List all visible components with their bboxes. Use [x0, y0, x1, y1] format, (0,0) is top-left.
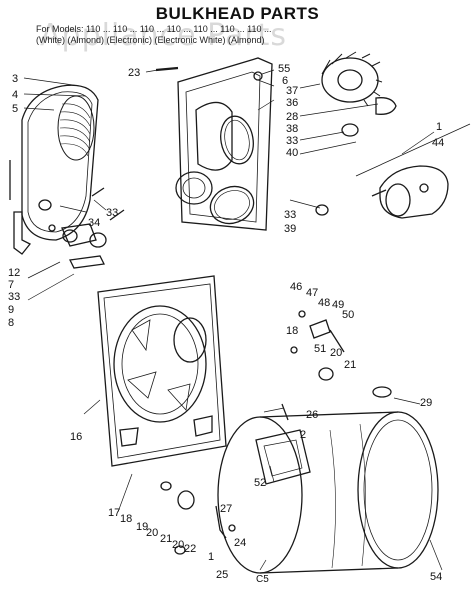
dryer-drum [217, 411, 439, 574]
callout-26: 26 [306, 409, 318, 421]
callout-34: 34 [88, 217, 100, 229]
callout-7: 7 [8, 279, 14, 291]
blower-housing-cover [21, 84, 99, 241]
callout-29: 29 [420, 397, 432, 409]
callout-51: 51 [314, 343, 326, 355]
callout-44: 44 [432, 137, 444, 149]
idler-hardware [281, 310, 392, 421]
callout-21b: 21 [160, 533, 172, 545]
callout-27: 27 [220, 503, 232, 515]
callout-1b: 1 [208, 551, 214, 563]
model-list: For Models: 110 ... 110 ... 110 ... 110 … [36, 24, 456, 46]
callout-23: 23 [128, 67, 140, 79]
callout-5: 5 [12, 103, 18, 115]
callout-50: 50 [342, 309, 354, 321]
callout-40: 40 [286, 147, 298, 159]
callout-33b: 33 [106, 207, 118, 219]
callout-3: 3 [12, 73, 18, 85]
blower-wheel [253, 51, 397, 137]
callout-1a: 1 [436, 121, 442, 133]
callout-48: 48 [318, 297, 330, 309]
callout-46: 46 [290, 281, 302, 293]
callout-17: 17 [108, 507, 120, 519]
leader-lines [23, 69, 443, 571]
callout-21a: 21 [344, 359, 356, 371]
callout-38: 38 [286, 123, 298, 135]
callout-28: 28 [286, 111, 298, 123]
callout-4: 4 [12, 89, 18, 101]
callout-52: 52 [254, 477, 266, 489]
callout-20b: 20 [146, 527, 158, 539]
callout-20c: 20 [172, 539, 184, 551]
callout-25: 25 [216, 569, 228, 581]
callout-47: 47 [306, 287, 318, 299]
model-line-2: (White) (Almond) (Electronic) (Electroni… [36, 35, 265, 45]
callout-19: 19 [136, 521, 148, 533]
callout-6: 6 [282, 75, 288, 87]
callout-33a: 33 [286, 135, 298, 147]
callout-9: 9 [8, 304, 14, 316]
bracket-assembly [9, 160, 125, 269]
callout-33c: 33 [284, 209, 296, 221]
callout-22: 22 [184, 543, 196, 555]
callout-18a: 18 [286, 325, 298, 337]
motor-pulley-housing [315, 123, 471, 219]
seal-rings [209, 115, 255, 225]
callout-55: 55 [278, 63, 290, 75]
rear-drum-hardware [160, 481, 236, 555]
model-line-1: For Models: 110 ... 110 ... 110 ... 110 … [36, 24, 272, 34]
callout-16: 16 [70, 431, 82, 443]
callout-12: 12 [8, 267, 20, 279]
callout-20a: 20 [330, 347, 342, 359]
callout-8: 8 [8, 317, 14, 329]
callout-24: 24 [234, 537, 246, 549]
footer-code: C5 [256, 574, 269, 585]
callout-33d: 33 [8, 291, 20, 303]
callout-39: 39 [284, 223, 296, 235]
callout-54: 54 [430, 571, 442, 583]
callout-49: 49 [332, 299, 344, 311]
front-bulkhead [97, 275, 227, 467]
callout-37: 37 [286, 85, 298, 97]
callout-2: 2 [300, 429, 306, 441]
bulkhead-cover [155, 57, 273, 231]
callout-36: 36 [286, 97, 298, 109]
diagram-title: BULKHEAD PARTS [155, 4, 320, 23]
callout-18b: 18 [120, 513, 132, 525]
